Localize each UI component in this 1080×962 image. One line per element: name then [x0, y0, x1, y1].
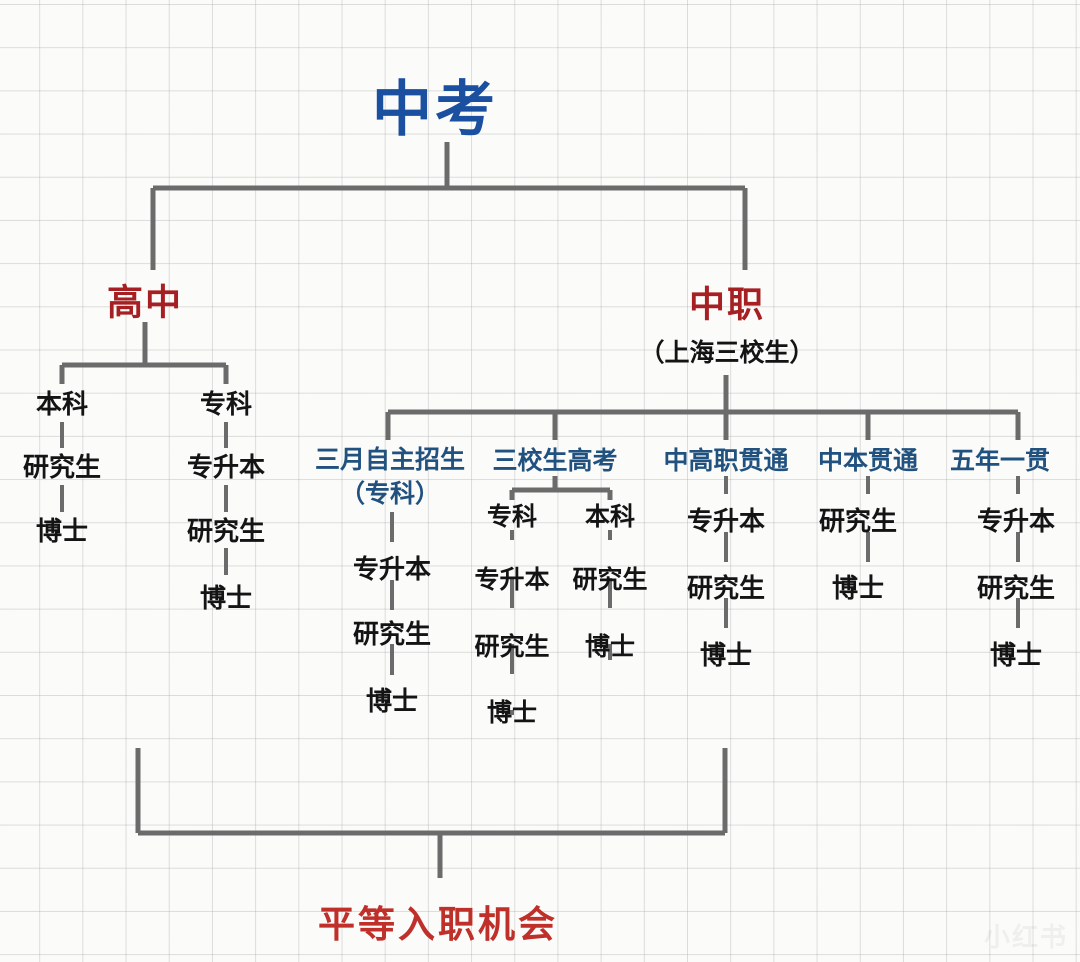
node-zb-step-1[interactable]: 研究生	[818, 507, 898, 538]
node-root-zhongkao[interactable]: 中考	[372, 74, 498, 145]
node-zb-step-2[interactable]: 博士	[831, 574, 885, 605]
node-sxs-benke-step-2[interactable]: 博士	[584, 631, 636, 661]
node-zhuanke-step-2[interactable]: 研究生	[186, 517, 266, 548]
node-wny-step-1[interactable]: 专升本	[976, 507, 1056, 538]
node-benke-step-2[interactable]: 博士	[35, 517, 89, 548]
node-zgz-step-2[interactable]: 研究生	[686, 574, 766, 605]
node-sxs-zhuanke-step-3[interactable]: 博士	[486, 697, 538, 727]
track-label-line1: 中高职贯通	[663, 445, 789, 475]
node-track-wunian-yiguan[interactable]: 五年一贯	[949, 445, 1051, 476]
track-label-line1: 中本贯通	[817, 445, 919, 475]
node-wny-step-2[interactable]: 研究生	[976, 574, 1056, 605]
node-zhuanke-step-1[interactable]: 专升本	[186, 453, 266, 484]
track-label-line1: 五年一贯	[949, 445, 1051, 475]
node-sxs-zhuanke-step-2[interactable]: 研究生	[474, 631, 550, 661]
node-march-step-1[interactable]: 专升本	[352, 555, 432, 586]
node-sxs-zhuanke-step-1[interactable]: 专升本	[474, 564, 550, 594]
node-benke[interactable]: 本科	[35, 390, 89, 421]
node-branch-vocational[interactable]: 中职	[688, 284, 766, 326]
node-branch-senior-high[interactable]: 高中	[106, 282, 184, 324]
node-sxs-zhuanke[interactable]: 专科	[486, 501, 538, 531]
node-track-zhongben-guantong[interactable]: 中本贯通	[817, 445, 919, 476]
node-branch-vocational-subtitle: （上海三校生）	[639, 337, 815, 367]
node-track-sanxiaosheng-gaokao[interactable]: 三校生高考	[492, 445, 618, 476]
node-footer-equal-employment[interactable]: 平等入职机会	[318, 902, 558, 946]
node-benke-step-1[interactable]: 研究生	[22, 453, 102, 484]
node-track-zhonggaozhi-guantong[interactable]: 中高职贯通	[663, 445, 789, 476]
node-sxs-benke-step-1[interactable]: 研究生	[572, 564, 648, 594]
node-zgz-step-1[interactable]: 专升本	[686, 507, 766, 538]
track-label-line1: 三月自主招生	[314, 445, 466, 474]
node-zhuanke-step-3[interactable]: 博士	[199, 584, 253, 615]
track-label-line2: （专科）	[339, 478, 441, 508]
node-sxs-benke[interactable]: 本科	[584, 501, 636, 531]
node-march-step-3[interactable]: 博士	[365, 687, 419, 718]
track-label-line1: 三校生高考	[492, 445, 618, 475]
watermark: 小红书	[983, 923, 1068, 953]
node-march-step-2[interactable]: 研究生	[352, 620, 432, 651]
node-zhuanke[interactable]: 专科	[199, 390, 253, 421]
node-zgz-step-3[interactable]: 博士	[699, 641, 753, 672]
node-track-march-admission[interactable]: 三月自主招生 （专科）	[314, 445, 466, 508]
node-wny-step-3[interactable]: 博士	[989, 641, 1043, 672]
